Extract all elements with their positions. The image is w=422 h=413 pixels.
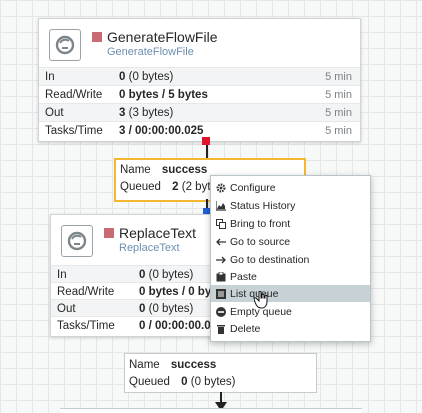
processor-type: ReplaceText [119, 242, 180, 254]
connection-queued-row: Queued 0 (0 bytes) [129, 376, 236, 388]
arrow-down-icon [215, 402, 227, 411]
menu-item-label: Go to source [230, 235, 291, 248]
stat-value: 0 (0 bytes) [139, 303, 193, 315]
stat-label: Read/Write [45, 88, 103, 101]
stat-value-detail: (0 bytes) [148, 302, 194, 315]
stat-value: 0 bytes / 0 bytes [139, 285, 228, 298]
bring-to-front-icon [216, 218, 226, 229]
menu-item-go-to-source[interactable]: Go to source [211, 233, 370, 250]
connection-name-label: Name [129, 359, 160, 371]
menu-item-label: Bring to front [230, 217, 291, 230]
paste-icon [216, 271, 226, 282]
stat-time: 5 min [325, 124, 352, 137]
menu-item-list-queue[interactable]: List queue [211, 285, 370, 302]
stat-row-in: In 0 (0 bytes) [51, 265, 256, 283]
minus-circle-icon [216, 306, 226, 317]
processor-header: ReplaceText ReplaceText [51, 215, 256, 263]
processor-name: GenerateFlowFile [107, 29, 218, 45]
processor-icon [61, 225, 93, 257]
trash-icon [216, 324, 226, 334]
stat-time: 5 min [325, 88, 352, 101]
menu-item-label: Go to destination [230, 253, 310, 266]
chart-icon [216, 200, 226, 211]
menu-item-go-to-destination[interactable]: Go to destination [211, 251, 370, 268]
processor-generateflowfile[interactable]: GenerateFlowFile GenerateFlowFile In 0 (… [38, 18, 361, 142]
stat-label: Tasks/Time [57, 319, 115, 332]
connection-queued-label: Queued [129, 376, 170, 388]
menu-item-label: Status History [230, 199, 296, 212]
stat-value: 0 (0 bytes) [139, 269, 193, 281]
gear-icon [216, 182, 226, 193]
connection-line[interactable] [220, 392, 222, 405]
menu-item-configure[interactable]: Configure [211, 179, 370, 196]
connection-label-success[interactable]: Name success Queued 0 (0 bytes) [124, 353, 317, 393]
stat-label: Out [57, 302, 76, 315]
stat-label: Tasks/Time [45, 124, 103, 137]
list-icon [216, 288, 226, 299]
stat-value-number: 0 [139, 268, 146, 281]
hand-cursor-icon [254, 291, 268, 309]
arrow-left-icon [216, 237, 226, 247]
connection-name-row: Name success [120, 164, 207, 176]
stat-row-readwrite: Read/Write 0 bytes / 5 bytes 5 min [39, 85, 360, 103]
stopped-status-icon [92, 32, 102, 42]
context-menu: Configure Status History Bring to front … [210, 175, 371, 342]
stat-row-tasks: Tasks/Time 3 / 00:00:00.025 5 min [39, 121, 360, 139]
connection-name-value: success [170, 359, 217, 371]
connection-name-value: success [161, 164, 208, 176]
processor-header: GenerateFlowFile GenerateFlowFile [39, 19, 360, 67]
stat-label: In [57, 268, 67, 281]
stat-value-detail: (0 bytes) [148, 268, 194, 281]
stat-time: 5 min [325, 70, 352, 83]
menu-item-label: Delete [230, 322, 261, 335]
connection-queued-value: 0 (0 bytes) [181, 376, 235, 388]
menu-item-status-history[interactable]: Status History [211, 197, 370, 214]
connection-line[interactable] [206, 199, 208, 215]
stat-label: Out [45, 106, 64, 119]
stat-label: In [45, 70, 55, 83]
stat-label: Read/Write [57, 285, 115, 298]
stat-value-number: 3 [119, 106, 126, 119]
stat-value-detail: (0 bytes) [128, 70, 174, 83]
arrow-right-icon [216, 255, 226, 265]
downstream-processor-edge [60, 408, 362, 413]
queued-bytes: (0 bytes) [190, 376, 236, 388]
queued-count: 2 [172, 181, 179, 193]
connection-queued-label: Queued [120, 181, 161, 193]
menu-item-label: Paste [230, 270, 257, 283]
stat-row-tasks: Tasks/Time 0 / 00:00:00.000 [51, 316, 256, 334]
stat-value-number: 0 [139, 302, 146, 315]
menu-item-label: Empty queue [230, 305, 292, 318]
connection-name-label: Name [120, 164, 151, 176]
stat-row-out: Out 3 (3 bytes) 5 min [39, 103, 360, 121]
connection-line[interactable] [206, 141, 208, 160]
stat-value-detail: (3 bytes) [128, 106, 174, 119]
stat-row-out: Out 0 (0 bytes) [51, 299, 256, 317]
menu-item-empty-queue[interactable]: Empty queue [211, 303, 370, 320]
stat-value: 0 / 00:00:00.000 [139, 319, 224, 332]
menu-item-delete[interactable]: Delete [211, 320, 370, 337]
menu-item-paste[interactable]: Paste [211, 268, 370, 285]
stat-value: 0 (0 bytes) [119, 71, 173, 83]
menu-item-label: Configure [230, 181, 276, 194]
menu-item-bring-to-front[interactable]: Bring to front [211, 215, 370, 232]
stopped-status-icon [104, 228, 114, 238]
processor-type: GenerateFlowFile [107, 46, 194, 58]
stat-time: 5 min [325, 106, 352, 119]
processor-icon [49, 29, 81, 61]
connection-destination-handle[interactable] [203, 208, 210, 217]
stat-value: 3 (3 bytes) [119, 107, 173, 119]
stat-value: 0 bytes / 5 bytes [119, 88, 208, 101]
processor-name: ReplaceText [119, 225, 197, 241]
stat-row-readwrite: Read/Write 0 bytes / 0 bytes [51, 282, 256, 300]
queued-count: 0 [181, 376, 188, 388]
stat-row-in: In 0 (0 bytes) 5 min [39, 67, 360, 85]
stat-value-number: 0 [119, 70, 126, 83]
stat-value: 3 / 00:00:00.025 [119, 124, 204, 137]
connection-name-row: Name success [129, 359, 216, 371]
connection-source-handle[interactable] [202, 137, 210, 145]
